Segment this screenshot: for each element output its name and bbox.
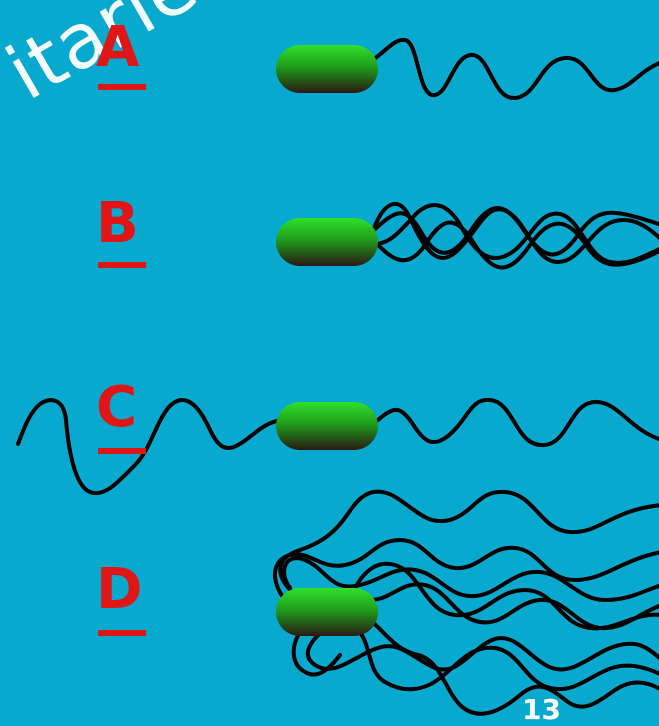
label-c-text: C xyxy=(96,375,138,440)
flagellum-d6 xyxy=(368,618,659,716)
label-a-text: A xyxy=(96,15,140,80)
flagellum-c-right xyxy=(376,397,659,448)
label-b-text: B xyxy=(96,191,139,256)
flagellum-d2 xyxy=(273,538,659,602)
flagellum-d3 xyxy=(282,556,659,602)
cell-a xyxy=(276,45,378,93)
label-a-underline xyxy=(98,84,146,90)
flagellum-d7 xyxy=(358,630,659,692)
label-d: D xyxy=(96,562,156,636)
flagellum-d8 xyxy=(353,561,659,631)
flagellum-c-left xyxy=(16,398,284,496)
flagellum-a xyxy=(368,37,659,100)
label-b: B xyxy=(96,196,156,268)
bacterium-c xyxy=(16,397,659,496)
label-c: C xyxy=(96,380,156,454)
page-number: 13 xyxy=(522,693,561,726)
cell-c xyxy=(276,402,378,450)
label-d-underline xyxy=(98,630,146,636)
label-d-text: D xyxy=(96,557,143,622)
cell-d xyxy=(276,588,378,636)
label-a: A xyxy=(96,20,156,90)
label-c-underline xyxy=(98,448,146,454)
bacterium-b xyxy=(370,201,659,270)
flagellum-d1 xyxy=(278,489,659,600)
bacterium-d xyxy=(273,489,659,716)
flagellum-d9 xyxy=(291,630,342,677)
flagellum-b4 xyxy=(372,203,659,265)
label-b-underline xyxy=(98,262,146,268)
bacterium-a xyxy=(368,37,659,100)
cell-b xyxy=(276,218,378,266)
